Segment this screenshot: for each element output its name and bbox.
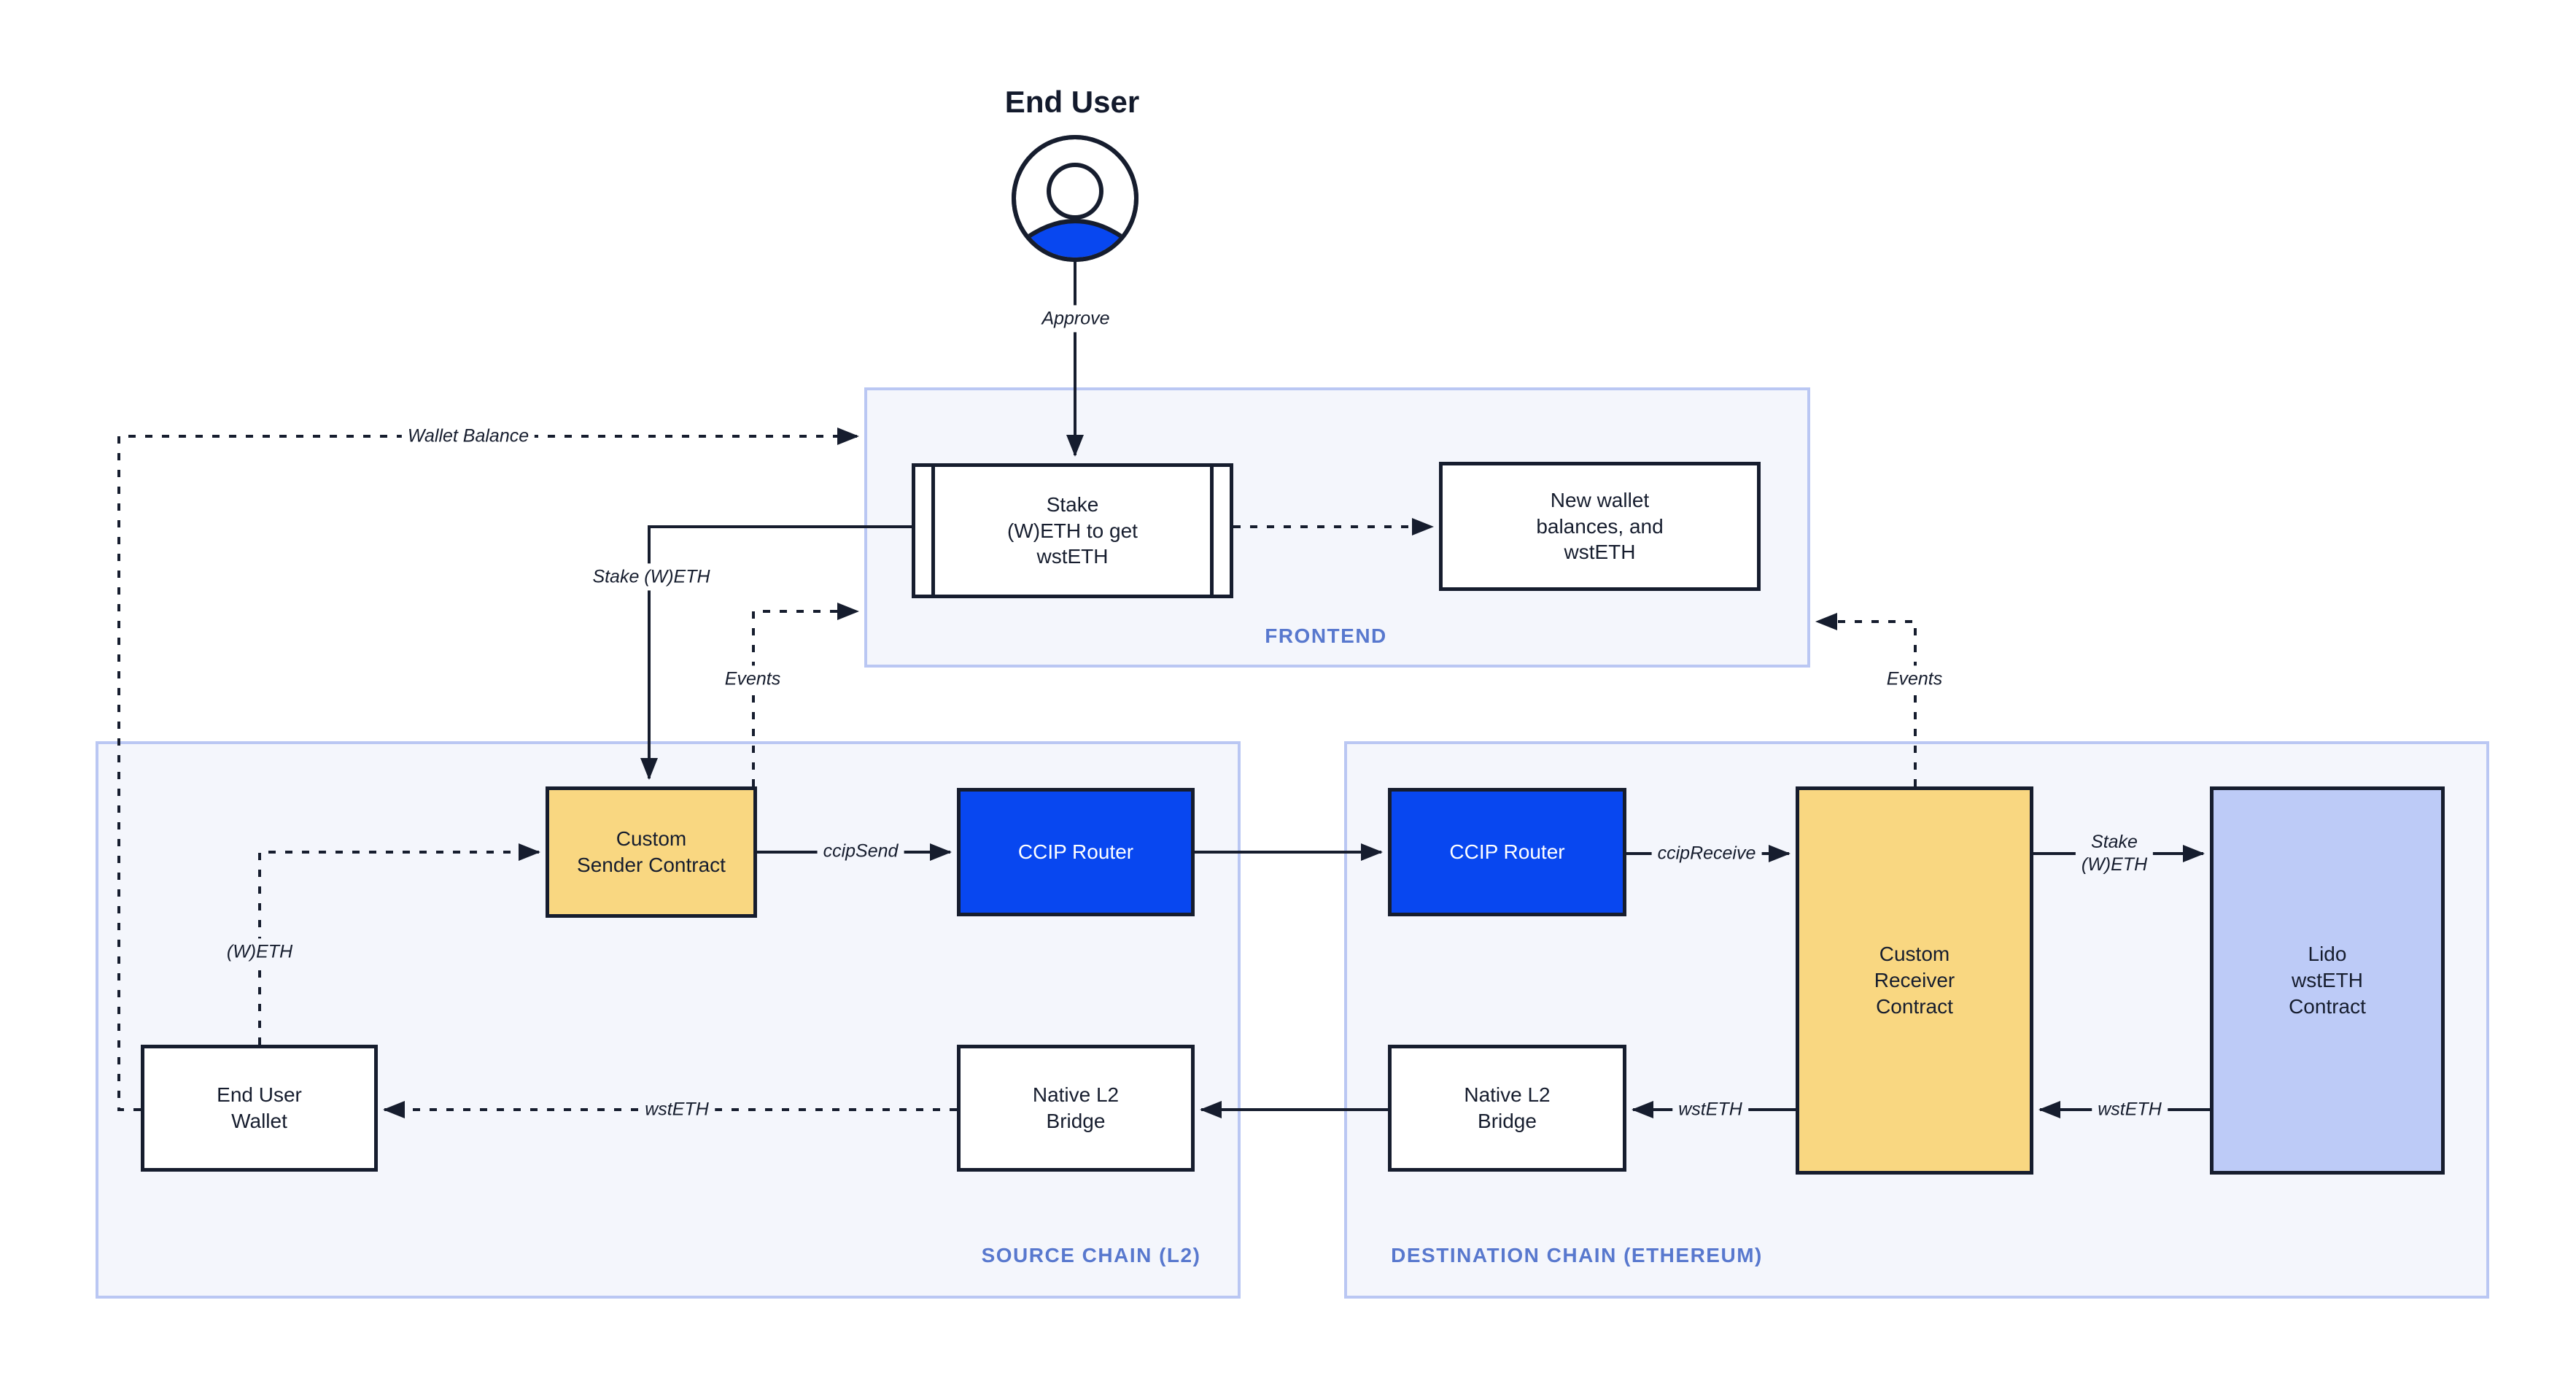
new-wallet-node: New wallet balances, and wstETH: [1439, 462, 1761, 591]
events-destination-edge-label: Events: [1880, 665, 1949, 693]
wsteth-from-lido-edge-label: wstETH: [2092, 1096, 2168, 1124]
destination-chain-label: DESTINATION CHAIN (ETHEREUM): [1391, 1244, 1763, 1266]
stake-weth-edge-label: Stake (W)ETH: [586, 563, 716, 591]
weth-edge-label: (W)ETH: [220, 938, 299, 966]
wsteth-to-wallet-edge-label: wstETH: [639, 1096, 715, 1124]
custom-sender-label: Custom Sender Contract: [577, 827, 726, 876]
ccipreceive-edge-label: ccipReceive: [1651, 840, 1762, 867]
new-wallet-node-label: New wallet balances, and wstETH: [1536, 488, 1664, 564]
ccip-router-destination-node: CCIP Router: [1388, 788, 1626, 916]
subroutine-inner-line-right: [1210, 467, 1214, 595]
ccip-router-source-node: CCIP Router: [957, 788, 1195, 916]
end-user-title: End User: [1004, 85, 1140, 119]
custom-sender-contract-node: Custom Sender Contract: [546, 786, 757, 918]
events-destination-arrow: [1815, 613, 1917, 786]
wallet-balance-edge-label: Wallet Balance: [401, 422, 535, 450]
end-user-head: [1047, 163, 1103, 220]
events-source-edge-label: Events: [718, 665, 787, 693]
wsteth-to-bridge-edge-label: wstETH: [1672, 1096, 1748, 1124]
native-l2-bridge-destination-node: Native L2 Bridge: [1388, 1045, 1626, 1172]
ccip-router-source-label: CCIP Router: [1017, 840, 1134, 864]
stake-weth-lido-edge-label: Stake (W)ETH: [2075, 828, 2154, 879]
lido-wsteth-label: Lido wstETH Contract: [2289, 943, 2366, 1018]
native-l2-bridge-source-node: Native L2 Bridge: [957, 1045, 1195, 1172]
stake-node-label: Stake (W)ETH to get wstETH: [1007, 492, 1138, 568]
ccip-router-destination-label: CCIP Router: [1449, 840, 1565, 864]
end-user-wallet-label: End User Wallet: [217, 1083, 302, 1132]
source-chain-label: SOURCE CHAIN (L2): [981, 1244, 1201, 1266]
lido-wsteth-contract-node: Lido wstETH Contract: [2210, 786, 2445, 1175]
native-l2-bridge-destination-label: Native L2 Bridge: [1464, 1083, 1551, 1132]
approve-edge-label: Approve: [1036, 305, 1116, 333]
wallet-balance-arrow: [117, 428, 859, 1111]
events-source-arrow: [752, 603, 859, 786]
weth-arrow: [258, 843, 540, 1045]
custom-receiver-contract-node: Custom Receiver Contract: [1796, 786, 2033, 1175]
stake-weth-arrow: [640, 525, 912, 780]
end-user-icon: [1012, 135, 1138, 262]
subroutine-inner-line-left: [931, 467, 935, 595]
frontend-label: FRONTEND: [1265, 624, 1387, 647]
ccipsend-edge-label: ccipSend: [817, 838, 904, 865]
native-l2-bridge-source-label: Native L2 Bridge: [1032, 1083, 1120, 1132]
custom-receiver-label: Custom Receiver Contract: [1874, 943, 1955, 1018]
end-user-wallet-node: End User Wallet: [141, 1045, 378, 1172]
stake-subroutine-node: Stake (W)ETH to get wstETH: [912, 463, 1233, 598]
